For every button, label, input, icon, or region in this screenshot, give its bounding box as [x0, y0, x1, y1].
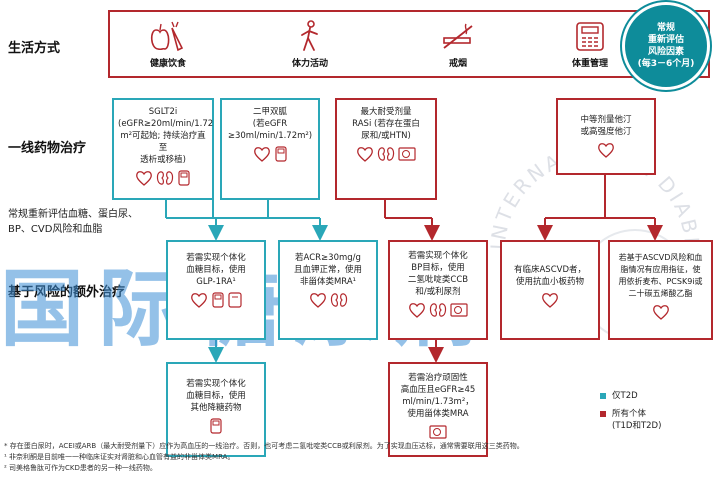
organ-icons	[114, 170, 212, 186]
kidney-icon	[429, 303, 447, 317]
badge-line: (每3－6个月)	[637, 59, 695, 69]
lifestyle-box: 健康饮食 体力活动 戒烟 体重管理	[108, 10, 710, 78]
heart-icon	[309, 293, 326, 308]
third-other-glucose-text: 若需实现个体化 血糖目标，使用 其他降糖药物	[186, 379, 246, 413]
heart-icon	[409, 303, 425, 318]
footnotes: * 存在蛋白尿时，ACEI或ARB（最大耐受剂量下）应作为高血压的一线治疗。否则…	[4, 441, 716, 474]
additional-antiplatelet-box: 有临床ASCVD者， 使用抗血小板药物	[500, 240, 600, 340]
lifestyle-weight-management: 体重管理	[550, 20, 630, 69]
legend: 仅T2D 所有个体 (T1D和T2D)	[600, 390, 661, 438]
heart-icon	[598, 143, 614, 158]
scale-icon	[228, 292, 242, 308]
kidney-icon	[377, 147, 395, 161]
first-line-metformin-box: 二甲双胍 (若eGFR ≥30ml/min/1.72m²)	[220, 98, 320, 200]
lifestyle-label-diet: 健康饮食	[149, 59, 186, 69]
first-line-statin-box: 中等剂量他汀 或高强度他汀	[556, 98, 656, 175]
organ-icons	[610, 304, 711, 320]
additional-glp1ra-box: 若需实现个体化 血糖目标，使用 GLP-1RA¹	[166, 240, 266, 340]
third-other-glucose-box: 若需实现个体化 血糖目标，使用 其他降糖药物	[166, 362, 266, 457]
lifestyle-physical-activity: 体力活动	[270, 20, 350, 69]
first-line-rasi-box: 最大耐受剂量 RASi (若存在蛋白 尿和/或HTN)	[335, 98, 437, 200]
heart-icon	[253, 147, 270, 162]
organ-icons	[558, 142, 654, 158]
additional-mra-box: 若ACR≥30mg/g 且血钾正常，使用 非甾体类MRA¹	[278, 240, 378, 340]
first-line-metformin-text: 二甲双胍 (若eGFR ≥30ml/min/1.72m²)	[227, 107, 313, 141]
row-label-first-line: 一线药物治疗	[8, 141, 87, 156]
badge-line: 常规	[656, 23, 675, 33]
first-line-statin-text: 中等剂量他汀 或高强度他汀	[580, 115, 632, 137]
glucose-meter-icon	[274, 146, 287, 162]
lifestyle-quit-smoking: 戒烟	[418, 20, 498, 69]
additional-lipid-text: 若基于ASCVD风险和血 脂情况有应用指征，使 用依折麦布、PCSK9i或 二十…	[618, 253, 703, 298]
lifestyle-healthy-diet: 健康饮食	[128, 20, 208, 69]
apple-carrot-icon	[150, 21, 184, 52]
heart-icon	[542, 293, 558, 308]
first-line-sglt2i-box: SGLT2i (eGFR≥20ml/min/1.72 m²可起始; 持续治疗直至…	[112, 98, 214, 200]
badge-line: 重新评估	[647, 35, 684, 45]
heart-icon	[357, 147, 373, 162]
legend-label: 仅T2D	[612, 391, 638, 401]
footnote: * 存在蛋白尿时，ACEI或ARB（最大耐受剂量下）应作为高血压的一线治疗。否则…	[4, 442, 524, 450]
organ-icons	[337, 146, 435, 162]
organ-icons	[390, 302, 486, 318]
organ-icons	[280, 292, 376, 308]
additional-ccb-text: 若需实现个体化 BP目标，使用 二氢吡啶类CCB 和/或利尿剂	[407, 251, 469, 297]
no-smoking-icon	[443, 23, 473, 49]
lifestyle-label-activity: 体力活动	[291, 59, 328, 69]
legend-swatch-red	[600, 411, 606, 417]
glucose-meter-icon	[178, 170, 190, 186]
row-label-additional: 基于风险的额外治疗	[8, 285, 126, 300]
third-steroidal-mra-text: 若需治疗顽固性 高血压且eGFR≥45 ml/min/1.73m²， 使用甾体类…	[400, 373, 476, 419]
footnote: ² 司美格鲁肽可作为CKD患者的另一种一线药物。	[4, 464, 157, 472]
legend-label: 所有个体 (T1D和T2D)	[612, 409, 662, 431]
bp-monitor-icon	[450, 303, 468, 317]
additional-ccb-box: 若需实现个体化 BP目标，使用 二氢吡啶类CCB 和/或利尿剂	[388, 240, 488, 340]
glucose-meter-icon	[212, 292, 224, 308]
scale-icon	[576, 22, 604, 51]
badge-line: 风险因素	[647, 47, 684, 57]
legend-item-all: 所有个体 (T1D和T2D)	[600, 408, 661, 432]
legend-item-t2d: 仅T2D	[600, 390, 661, 402]
heart-icon	[652, 305, 669, 320]
bp-monitor-icon	[429, 425, 447, 439]
heart-icon	[136, 171, 152, 186]
third-steroidal-mra-box: 若需治疗顽固性 高血压且eGFR≥45 ml/min/1.73m²， 使用甾体类…	[388, 362, 488, 457]
additional-antiplatelet-text: 有临床ASCVD者， 使用抗血小板药物	[513, 265, 586, 287]
row-label-lifestyle: 生活方式	[8, 41, 61, 56]
organ-icons	[168, 418, 264, 434]
lifestyle-label-smoking: 戒烟	[448, 59, 467, 69]
first-line-sglt2i-text: SGLT2i (eGFR≥20ml/min/1.72 m²可起始; 持续治疗直至…	[118, 107, 214, 165]
walking-person-icon	[301, 20, 318, 51]
organ-icons	[390, 424, 486, 440]
glucose-meter-icon	[210, 418, 222, 434]
lifestyle-label-weight: 体重管理	[571, 59, 608, 69]
heart-icon	[191, 293, 207, 308]
additional-glp1ra-text: 若需实现个体化 血糖目标，使用 GLP-1RA¹	[186, 253, 246, 287]
legend-swatch-teal	[600, 393, 606, 399]
additional-lipid-box: 若基于ASCVD风险和血 脂情况有应用指征，使 用依折麦布、PCSK9i或 二十…	[608, 240, 713, 340]
kidney-icon	[330, 293, 347, 307]
kidney-icon	[156, 171, 174, 185]
bp-monitor-icon	[398, 147, 416, 161]
footnote: ¹ 非奈利酮是目前唯一一种临床证实对肾脏和心血管有益的非甾体类MRA。	[4, 453, 235, 461]
organ-icons	[222, 146, 318, 162]
organ-icons	[168, 292, 264, 308]
first-line-rasi-text: 最大耐受剂量 RASi (若存在蛋白 尿和/或HTN)	[352, 107, 420, 141]
row-label-reassess: 常规重新评估血糖、蛋白尿、 BP、CVD风险和血脂	[8, 209, 138, 235]
reassess-badge: 常规 重新评估 风险因素 (每3－6个月)	[622, 2, 710, 90]
additional-mra-text: 若ACR≥30mg/g 且血钾正常，使用 非甾体类MRA¹	[293, 253, 362, 287]
organ-icons	[502, 292, 598, 308]
